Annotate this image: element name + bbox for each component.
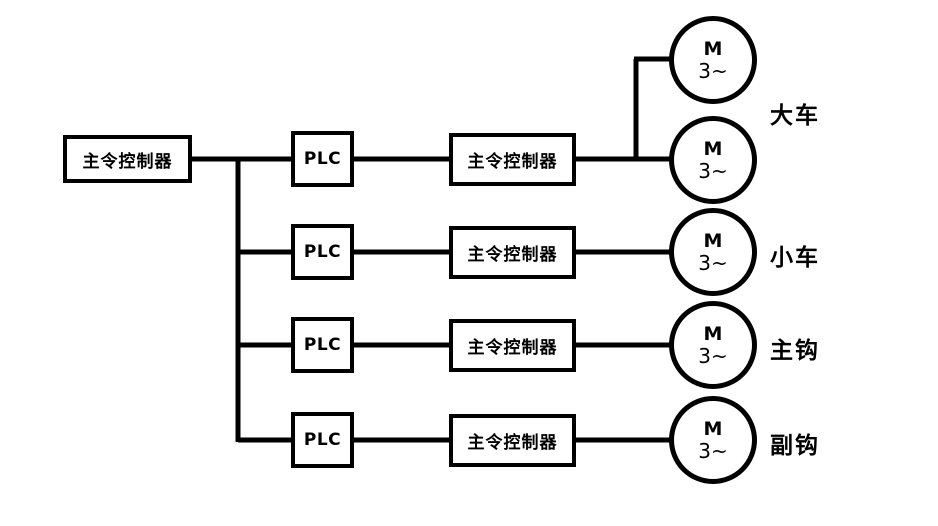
controller-box-bridge[interactable]: 主令控制器 bbox=[449, 133, 576, 186]
plc-label-aux-hook: PLC bbox=[303, 430, 342, 450]
motor-bridge-lower[interactable]: M 3~ bbox=[669, 116, 757, 204]
side-label-bridge: 大车 bbox=[770, 103, 820, 129]
plc-box-aux-hook[interactable]: PLC bbox=[291, 412, 354, 468]
motor-symbol-m: M bbox=[703, 229, 723, 252]
controller-box-main-hook[interactable]: 主令控制器 bbox=[449, 319, 576, 372]
side-label-aux-hook: 副钩 bbox=[770, 433, 820, 459]
controller-label-main-hook: 主令控制器 bbox=[467, 338, 558, 358]
motor-symbol-m: M bbox=[703, 137, 723, 160]
motor-symbol-phase: 3~ bbox=[698, 158, 728, 183]
motor-symbol-phase: 3~ bbox=[698, 58, 728, 83]
plc-label-bridge: PLC bbox=[303, 149, 342, 169]
controller-box-aux-hook[interactable]: 主令控制器 bbox=[449, 414, 576, 467]
motor-symbol-m: M bbox=[703, 37, 723, 60]
motor-aux-hook[interactable]: M 3~ bbox=[669, 396, 757, 484]
plc-box-main-hook[interactable]: PLC bbox=[291, 317, 354, 373]
side-label-trolley: 小车 bbox=[770, 245, 820, 271]
motor-bridge-upper[interactable]: M 3~ bbox=[669, 16, 757, 104]
motor-symbol-m: M bbox=[703, 417, 723, 440]
plc-label-trolley: PLC bbox=[303, 242, 342, 262]
motor-symbol-phase: 3~ bbox=[698, 438, 728, 463]
controller-label-bridge: 主令控制器 bbox=[467, 152, 558, 172]
motor-symbol-phase: 3~ bbox=[698, 343, 728, 368]
master-command-controller-box[interactable]: 主令控制器 bbox=[63, 135, 192, 183]
plc-box-bridge[interactable]: PLC bbox=[291, 131, 354, 187]
side-label-main-hook: 主钩 bbox=[770, 338, 820, 364]
controller-label-trolley: 主令控制器 bbox=[467, 245, 558, 265]
plc-box-trolley[interactable]: PLC bbox=[291, 224, 354, 280]
motor-main-hook[interactable]: M 3~ bbox=[669, 301, 757, 389]
motor-symbol-phase: 3~ bbox=[698, 250, 728, 275]
controller-box-trolley[interactable]: 主令控制器 bbox=[449, 226, 576, 279]
plc-label-main-hook: PLC bbox=[303, 335, 342, 355]
controller-label-aux-hook: 主令控制器 bbox=[467, 433, 558, 453]
motor-symbol-m: M bbox=[703, 322, 723, 345]
motor-trolley[interactable]: M 3~ bbox=[669, 208, 757, 296]
master-command-controller-label: 主令控制器 bbox=[82, 151, 173, 172]
